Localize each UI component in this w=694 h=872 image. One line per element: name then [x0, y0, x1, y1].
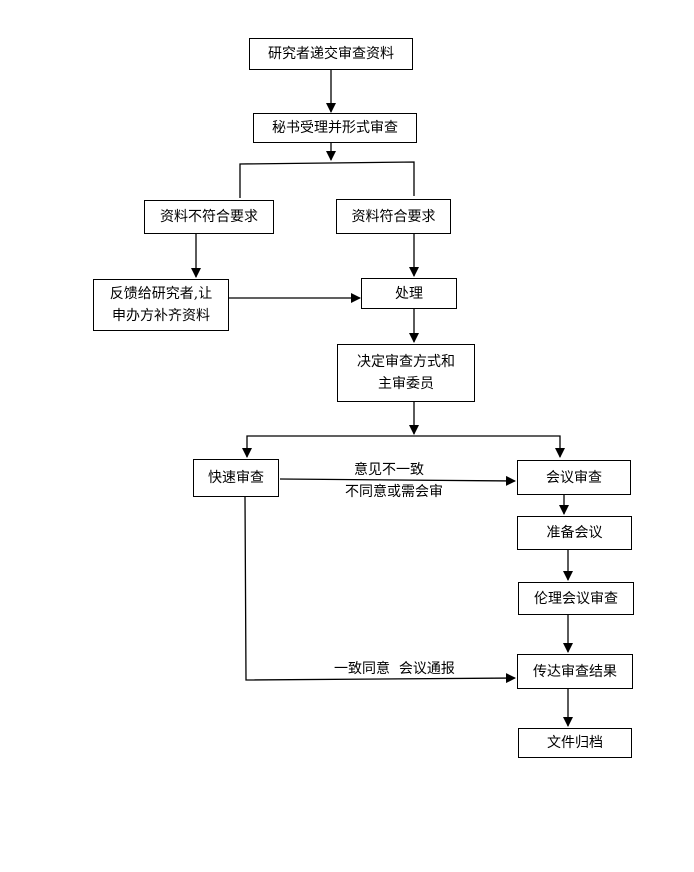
node-feedback-line2: 申办方补齐资料: [112, 308, 210, 324]
node-fast-label: 快速审查: [208, 470, 264, 486]
node-decide-line2: 主审委员: [378, 376, 434, 392]
node-convey: 传达审查结果: [517, 654, 633, 689]
arrow-fast-meeting: [279, 475, 516, 486]
node-not-ok-label: 资料不符合要求: [160, 209, 258, 225]
branch-split-line: [239, 161, 415, 198]
node-meeting-label: 会议审查: [546, 469, 602, 486]
node-convey-label: 传达审查结果: [533, 663, 617, 680]
node-decide: 决定审查方式和 主审委员: [337, 344, 475, 402]
node-process: 处理: [361, 278, 457, 309]
edge-label-disagree-1: 意见不一致: [354, 462, 424, 478]
node-ok-label: 资料符合要求: [351, 208, 436, 225]
edge-label-agree: 一致同意 会议通报: [334, 661, 455, 677]
node-not-ok: 资料不符合要求: [144, 200, 274, 234]
node-feedback-line1: 反馈给研究者,让: [109, 286, 213, 302]
edge-label-disagree-2: 不同意或需会审: [345, 484, 443, 500]
node-process-label: 处理: [395, 285, 423, 302]
node-ethics-label: 伦理会议审查: [534, 590, 618, 607]
node-meeting: 会议审查: [517, 460, 631, 495]
arrow-fast-convey: [244, 496, 516, 684]
node-fast: 快速审查: [193, 459, 279, 497]
node-archive: 文件归档: [518, 728, 632, 758]
node-submit: 研究者递交审查资料: [249, 38, 413, 70]
node-prepare: 准备会议: [517, 516, 632, 550]
node-decide-line1: 决定审查方式和: [357, 354, 455, 370]
node-submit-label: 研究者递交审查资料: [268, 46, 394, 62]
node-prepare-label: 准备会议: [546, 525, 603, 541]
node-archive-label: 文件归档: [547, 735, 603, 751]
node-accept-label: 秘书受理并形式审查: [272, 120, 398, 136]
node-accept: 秘书受理并形式审查: [253, 113, 417, 143]
node-feedback: 反馈给研究者,让 申办方补齐资料: [93, 279, 229, 331]
node-ethics: 伦理会议审查: [518, 582, 634, 615]
node-ok: 资料符合要求: [336, 199, 451, 234]
arrow-split-fast: [242, 435, 414, 458]
arrow-split-meeting: [414, 435, 565, 458]
